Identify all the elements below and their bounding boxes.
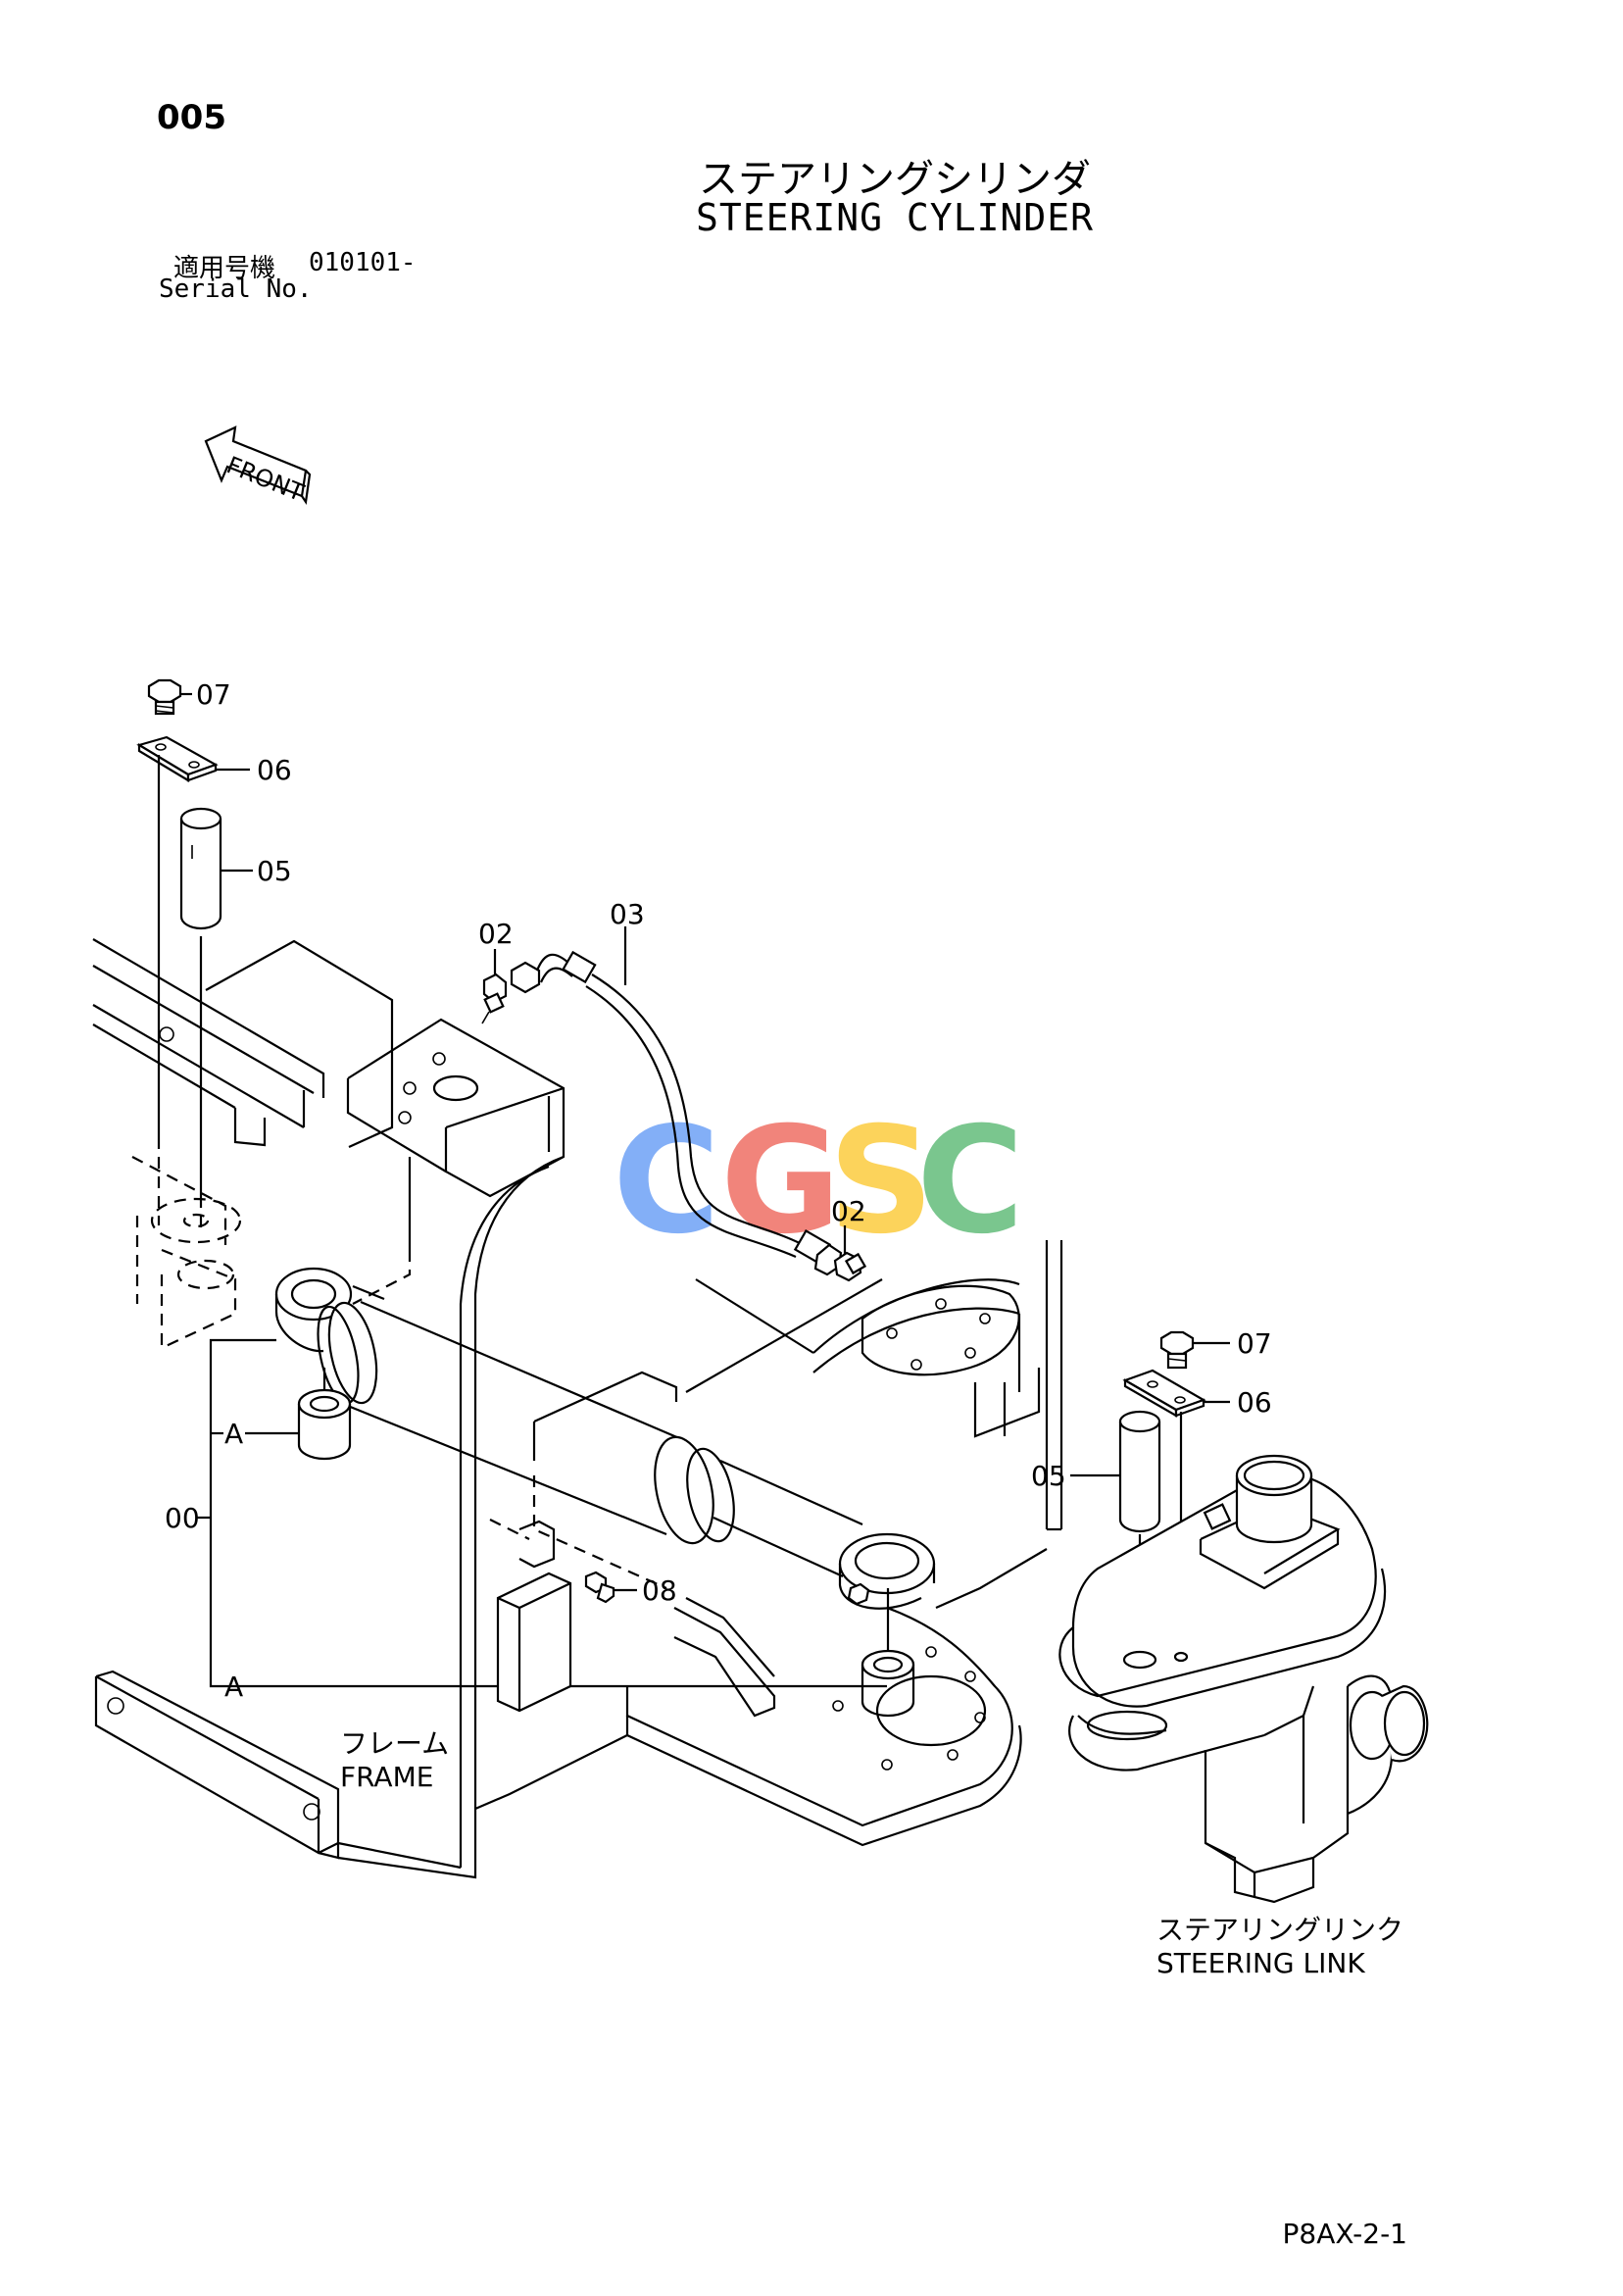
grease-nipple-icon bbox=[584, 1571, 615, 1604]
callout-02-lower: 02 bbox=[831, 1195, 866, 1227]
bushing-upper-icon bbox=[297, 1388, 352, 1461]
callout-a-bottom: A bbox=[224, 1671, 243, 1703]
page-code: P8AX-2-1 bbox=[1282, 2218, 1407, 2250]
bolt-icon bbox=[147, 678, 182, 716]
callout-05-right: 05 bbox=[1031, 1460, 1066, 1492]
callout-03-hose: 03 bbox=[610, 898, 645, 930]
title-english: STEERING CYLINDER bbox=[696, 196, 1094, 239]
serial-label-japanese: 適用号機 bbox=[173, 254, 276, 283]
frame-label-jp: フレーム bbox=[340, 1727, 449, 1760]
watermark-letter: C bbox=[916, 1096, 1025, 1267]
serial-label-english: Serial No. bbox=[159, 275, 313, 304]
steering-cylinder bbox=[274, 1267, 936, 1610]
title-japanese: ステアリングシリンダ bbox=[699, 157, 1091, 202]
callout-07-top: 07 bbox=[196, 678, 231, 711]
callout-00-assembly: 00 bbox=[165, 1502, 200, 1534]
steering-link bbox=[1058, 1454, 1429, 1904]
fitting-upper-icon bbox=[481, 973, 508, 1024]
page-number: 005 bbox=[157, 98, 226, 137]
callout-07-right: 07 bbox=[1237, 1327, 1272, 1360]
frame-bar bbox=[94, 1670, 340, 1860]
frame-upper bbox=[92, 938, 566, 1872]
callout-06-right: 06 bbox=[1237, 1386, 1272, 1419]
steering-link-label-jp: ステアリングリンク bbox=[1156, 1914, 1403, 1946]
callout-a-top: A bbox=[224, 1418, 243, 1450]
watermark-letter: C bbox=[613, 1096, 721, 1267]
right-plate-icon bbox=[1122, 1369, 1206, 1418]
turntable bbox=[685, 1240, 1063, 1610]
hose-icon bbox=[510, 950, 843, 1276]
frame-label-en: FRAME bbox=[340, 1761, 433, 1793]
steering-link-label-en: STEERING LINK bbox=[1156, 1947, 1365, 1979]
callout-05-top: 05 bbox=[257, 855, 292, 887]
frame-lower bbox=[337, 1371, 1022, 1879]
bushing-lower-icon bbox=[861, 1649, 915, 1718]
serial-value: 010101- bbox=[309, 248, 417, 277]
fitting-lower-icon bbox=[833, 1251, 867, 1282]
front-arrow-icon: FRONT bbox=[204, 425, 312, 507]
pin-icon bbox=[179, 807, 222, 930]
right-pin-icon bbox=[1118, 1410, 1161, 1533]
callout-02-upper: 02 bbox=[478, 918, 514, 950]
plate-icon bbox=[136, 735, 219, 782]
right-bolt-icon bbox=[1159, 1330, 1195, 1370]
callout-06-top: 06 bbox=[257, 754, 292, 786]
